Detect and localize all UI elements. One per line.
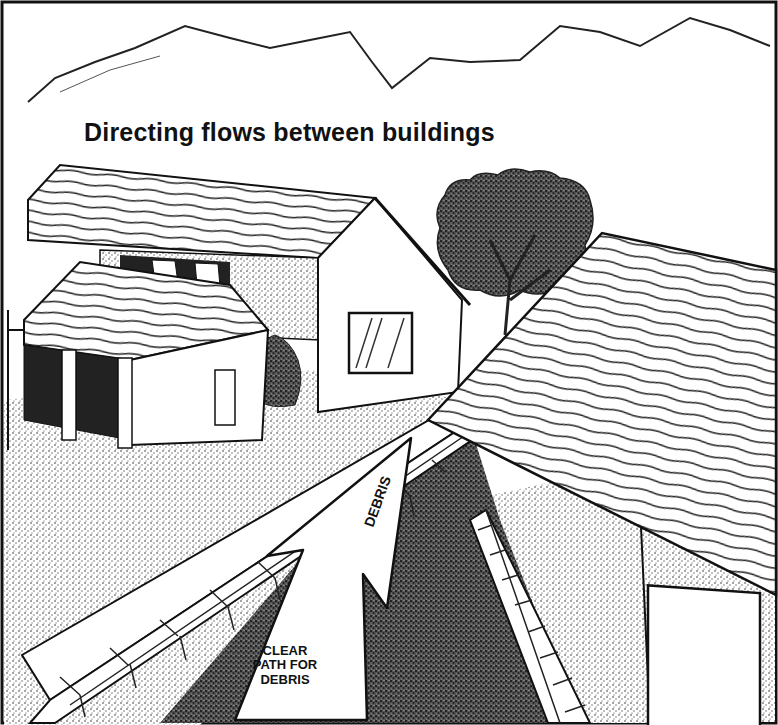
- right-stone-wall: [470, 510, 590, 723]
- arrow-label: CLEAR PATH FOR DEBRIS: [247, 644, 323, 687]
- debris-arrow: DEBRISCLEAR PATH FOR DEBRIS: [225, 432, 425, 724]
- arrow-shape: [235, 438, 411, 720]
- mountain-ridge: [60, 56, 160, 92]
- mountain-ridge: [28, 18, 770, 102]
- diagram-title: Directing flows between buildings: [84, 118, 495, 147]
- lower-left-building: [8, 262, 268, 450]
- arrow-outline: [225, 432, 425, 724]
- left-stone-wall: [22, 405, 472, 723]
- right-building: [428, 233, 776, 725]
